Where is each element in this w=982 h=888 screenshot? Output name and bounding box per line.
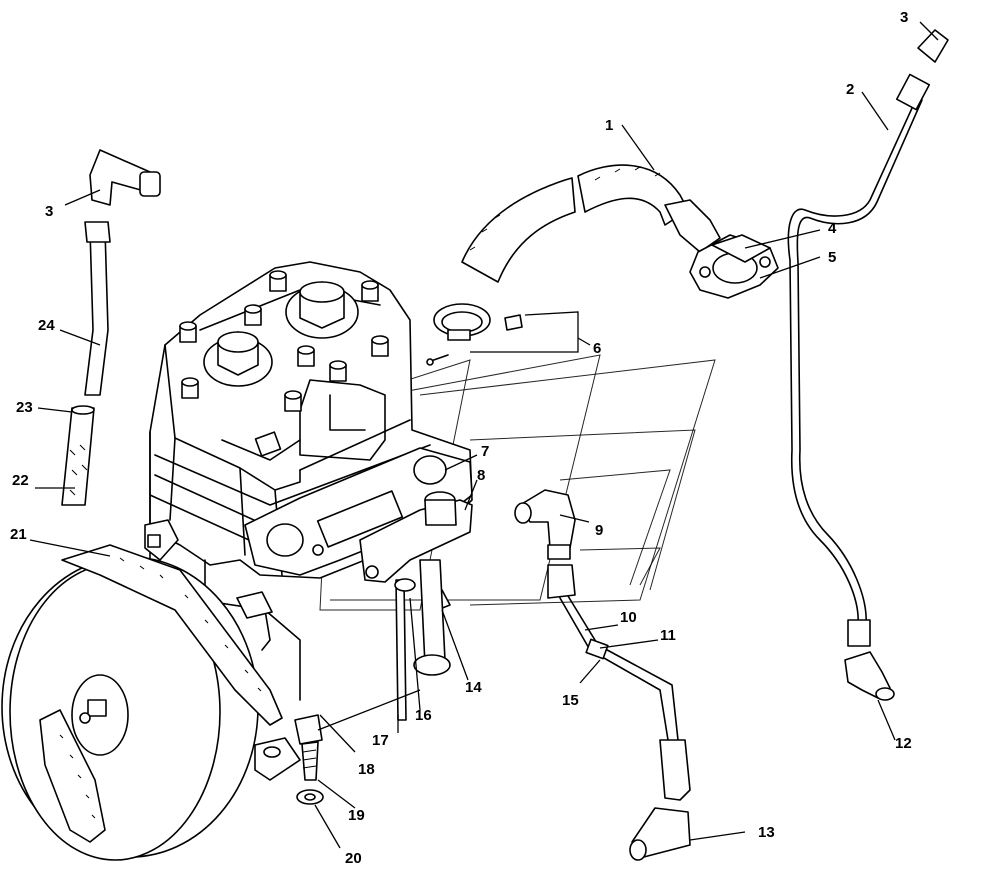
callout-3-top-right: 3: [900, 9, 908, 26]
short-hose: [61, 405, 95, 506]
elbow-fitting-13: [629, 739, 691, 861]
support-leg: [413, 559, 451, 676]
head-bolt-nut-large-1: [203, 331, 273, 387]
mounting-foot: [254, 737, 301, 781]
callout-9: 9: [595, 522, 603, 539]
callout-22: 22: [12, 472, 29, 489]
callout-13: 13: [758, 824, 775, 841]
callout-labels: 1 2 3 3 4 5 6 7 8 9 10 11 12 13 14 15 16…: [10, 9, 912, 867]
callout-2: 2: [846, 81, 854, 98]
callout-15: 15: [562, 692, 579, 709]
callout-5: 5: [828, 249, 836, 266]
callout-10: 10: [620, 609, 637, 626]
callout-18: 18: [358, 761, 375, 778]
callout-11: 11: [660, 627, 676, 644]
callout-3-left: 3: [45, 203, 53, 220]
elbow-fitting-9: [514, 489, 576, 560]
drive-pulley: [1, 556, 259, 861]
flange-gasket: [689, 234, 779, 299]
hose-clamp: [426, 303, 523, 366]
callout-14: 14: [465, 679, 482, 696]
leader-lines: [29, 21, 939, 849]
callout-8: 8: [477, 467, 485, 484]
v-belt: [39, 544, 283, 843]
callout-21: 21: [10, 526, 27, 543]
callout-4: 4: [828, 220, 837, 237]
callout-12: 12: [895, 735, 912, 752]
callout-19: 19: [348, 807, 365, 824]
callout-1: 1: [605, 117, 613, 134]
callout-23: 23: [16, 399, 33, 416]
mounting-bracket: [359, 491, 473, 583]
support-rod: [394, 578, 416, 721]
stud-nuts: [179, 270, 389, 412]
delivery-tube: [84, 149, 161, 396]
bolt-19: [294, 714, 323, 781]
callout-24: 24: [38, 317, 55, 334]
intake-hose: [461, 164, 721, 283]
pipe-10: [547, 564, 679, 741]
elbow-fitting-12: [844, 651, 895, 701]
head-bolt-nut-large-2: [285, 281, 359, 339]
long-pipe: [787, 29, 949, 647]
head-bolts: [179, 270, 389, 412]
callout-20: 20: [345, 850, 362, 867]
callout-7: 7: [481, 443, 489, 460]
callout-16: 16: [415, 707, 432, 724]
washer-20: [296, 789, 324, 805]
callout-17: 17: [372, 732, 389, 749]
callout-6: 6: [593, 340, 601, 357]
